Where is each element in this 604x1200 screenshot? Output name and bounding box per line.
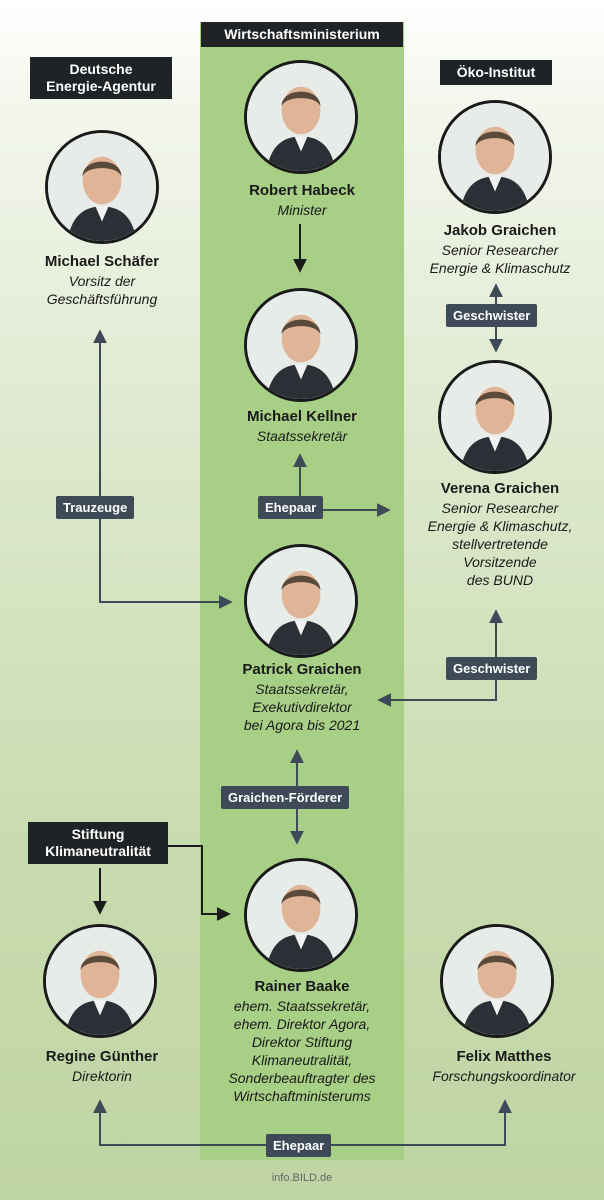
photo-verena-graichen — [438, 360, 552, 474]
tag-graichen-foerderer: Graichen-Förderer — [221, 786, 350, 809]
photo-jakob-graichen — [438, 100, 552, 214]
photo-regine-guenther — [43, 924, 157, 1038]
role-patrick-graichen: Staatssekretär, Exekutivdirektor bei Ago… — [243, 681, 361, 733]
name-jakob-graichen: Jakob Graichen — [443, 222, 557, 239]
role-regine-guenther: Direktorin — [72, 1068, 132, 1084]
arrow-geschwister-mid — [377, 609, 503, 707]
role-felix-matthes: Forschungskoordinator — [432, 1068, 576, 1084]
role-verena-graichen: Senior Researcher Energie & Klimaschutz,… — [427, 500, 573, 588]
tag-ehepaar-top: Ehepaar — [258, 496, 324, 519]
role-michael-schaefer: Vorsitz der Geschäftsführung — [46, 273, 158, 307]
tag-geschwister-mid: Geschwister — [446, 657, 538, 680]
name-michael-schaefer: Michael Schäfer — [44, 253, 160, 270]
photo-patrick-graichen — [244, 544, 358, 658]
arrow-stiftung-baake — [168, 845, 231, 921]
photo-felix-matthes — [440, 924, 554, 1038]
name-verena-graichen: Verena Graichen — [440, 480, 560, 497]
tag-ehepaar-bottom: Ehepaar — [266, 1134, 332, 1157]
photo-michael-kellner — [244, 288, 358, 402]
role-michael-kellner: Staatssekretär — [256, 428, 348, 444]
header-wirtschaftsministerium: Wirtschaftsministerium — [201, 22, 403, 47]
header-deutsche-energie-agentur: Deutsche Energie-Agentur — [30, 57, 172, 99]
photo-rainer-baake — [244, 858, 358, 972]
role-rainer-baake: ehem. Staatssekretär, ehem. Direktor Ago… — [228, 998, 376, 1104]
header-stiftung-klimaneutralitaet: Stiftung Klimaneutralität — [28, 822, 168, 864]
name-robert-habeck: Robert Habeck — [249, 182, 355, 199]
role-jakob-graichen: Senior Researcher Energie & Klimaschutz — [429, 242, 571, 276]
name-regine-guenther: Regine Günther — [45, 1048, 159, 1065]
role-robert-habeck: Minister — [277, 202, 327, 218]
name-felix-matthes: Felix Matthes — [456, 1048, 552, 1065]
name-michael-kellner: Michael Kellner — [246, 408, 358, 425]
tag-trauzeuge: Trauzeuge — [56, 496, 135, 519]
name-patrick-graichen: Patrick Graichen — [242, 661, 362, 678]
source-credit: info.BILD.de — [271, 1172, 333, 1184]
photo-michael-schaefer — [45, 130, 159, 244]
name-rainer-baake: Rainer Baake — [254, 978, 350, 995]
photo-robert-habeck — [244, 60, 358, 174]
header-oeko-institut: Öko-Institut — [440, 60, 552, 85]
arrow-trauzeuge — [93, 329, 233, 609]
tag-geschwister-top: Geschwister — [446, 304, 538, 327]
